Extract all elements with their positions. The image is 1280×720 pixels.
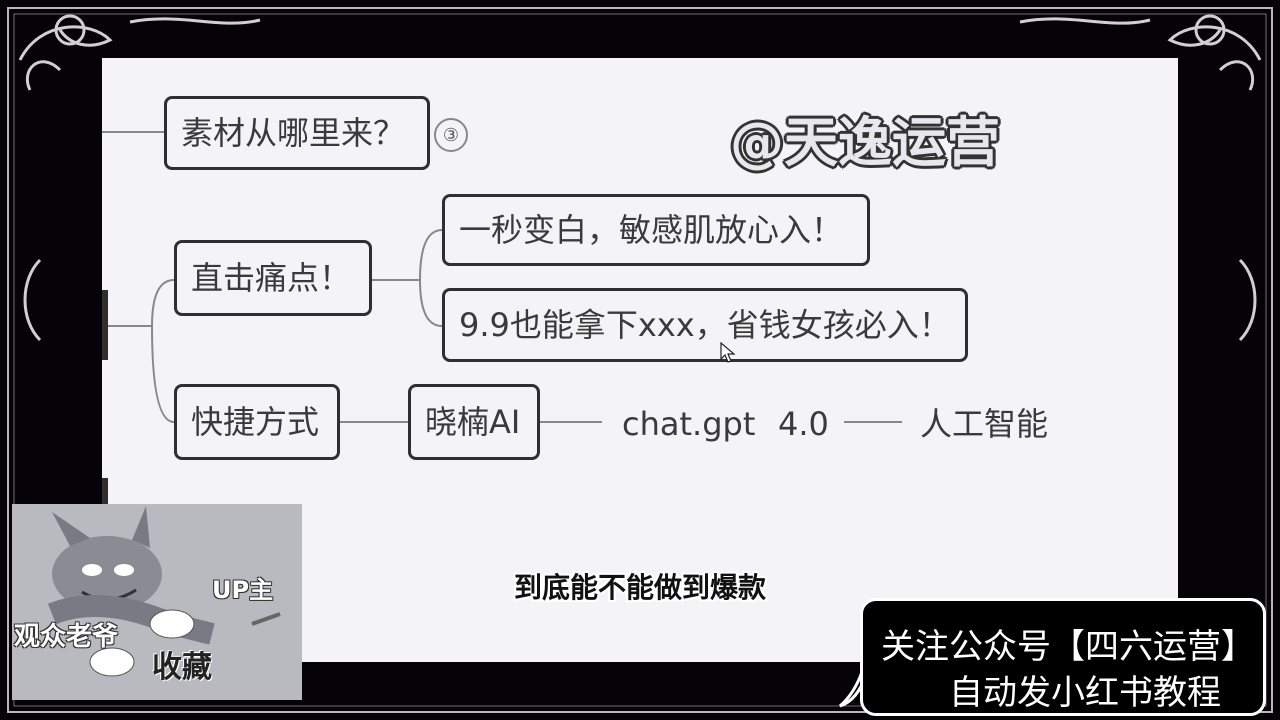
- pain-item-2: 9.9也能拿下xxx，省钱女孩必入！: [442, 288, 968, 362]
- mouse-cursor-icon: [720, 342, 736, 363]
- pain-item-1-text: 一秒变白，敏感肌放心入！: [459, 211, 844, 249]
- shortcut-node: 快捷方式: [174, 384, 340, 460]
- pain-point-node: 直击痛点！: [174, 240, 372, 316]
- audience-label: 观众老爷: [14, 622, 119, 652]
- cartoon-cat-icon: [47, 506, 281, 677]
- collect-label: 收藏: [152, 650, 212, 685]
- up-avatar-widget: UP主 观众老爷 收藏: [12, 504, 302, 700]
- chain-chatgpt: chat.gpt: [622, 405, 756, 443]
- tool-node: 晓楠AI: [408, 384, 540, 460]
- follow-account-box: 关注公众号【四六运营】 自动发小红书教程: [860, 598, 1266, 716]
- partial-heading-text: 素材从哪里来？: [181, 114, 406, 152]
- pain-point-text: 直击痛点！: [191, 259, 352, 297]
- shortcut-text: 快捷方式: [191, 403, 320, 441]
- step-badge: ③: [434, 118, 468, 152]
- pain-item-1: 一秒变白，敏感肌放心入！: [442, 194, 870, 266]
- follow-line-1: 关注公众号【四六运营】: [881, 627, 1255, 667]
- watermark: @天逸运营: [730, 111, 1000, 174]
- chain-ai: 人工智能: [920, 405, 1049, 443]
- chain-version: 4.0: [778, 405, 829, 443]
- video-subtitle: 到底能不能做到爆款: [513, 571, 766, 604]
- tool-text: 晓楠AI: [425, 403, 521, 441]
- mindmap-slide: 素材从哪里来？ ③ @天逸运营 直击痛点！ 一秒变白，敏感肌放心入！ 9.9也能…: [102, 58, 1178, 662]
- mindmap-connectors: [102, 131, 902, 508]
- partial-heading-node: 素材从哪里来？: [164, 96, 430, 170]
- follow-line-2: 自动发小红书教程: [949, 673, 1221, 713]
- up-label: UP主: [212, 576, 274, 604]
- pain-item-2-text: 9.9也能拿下xxx，省钱女孩必入！: [459, 306, 951, 344]
